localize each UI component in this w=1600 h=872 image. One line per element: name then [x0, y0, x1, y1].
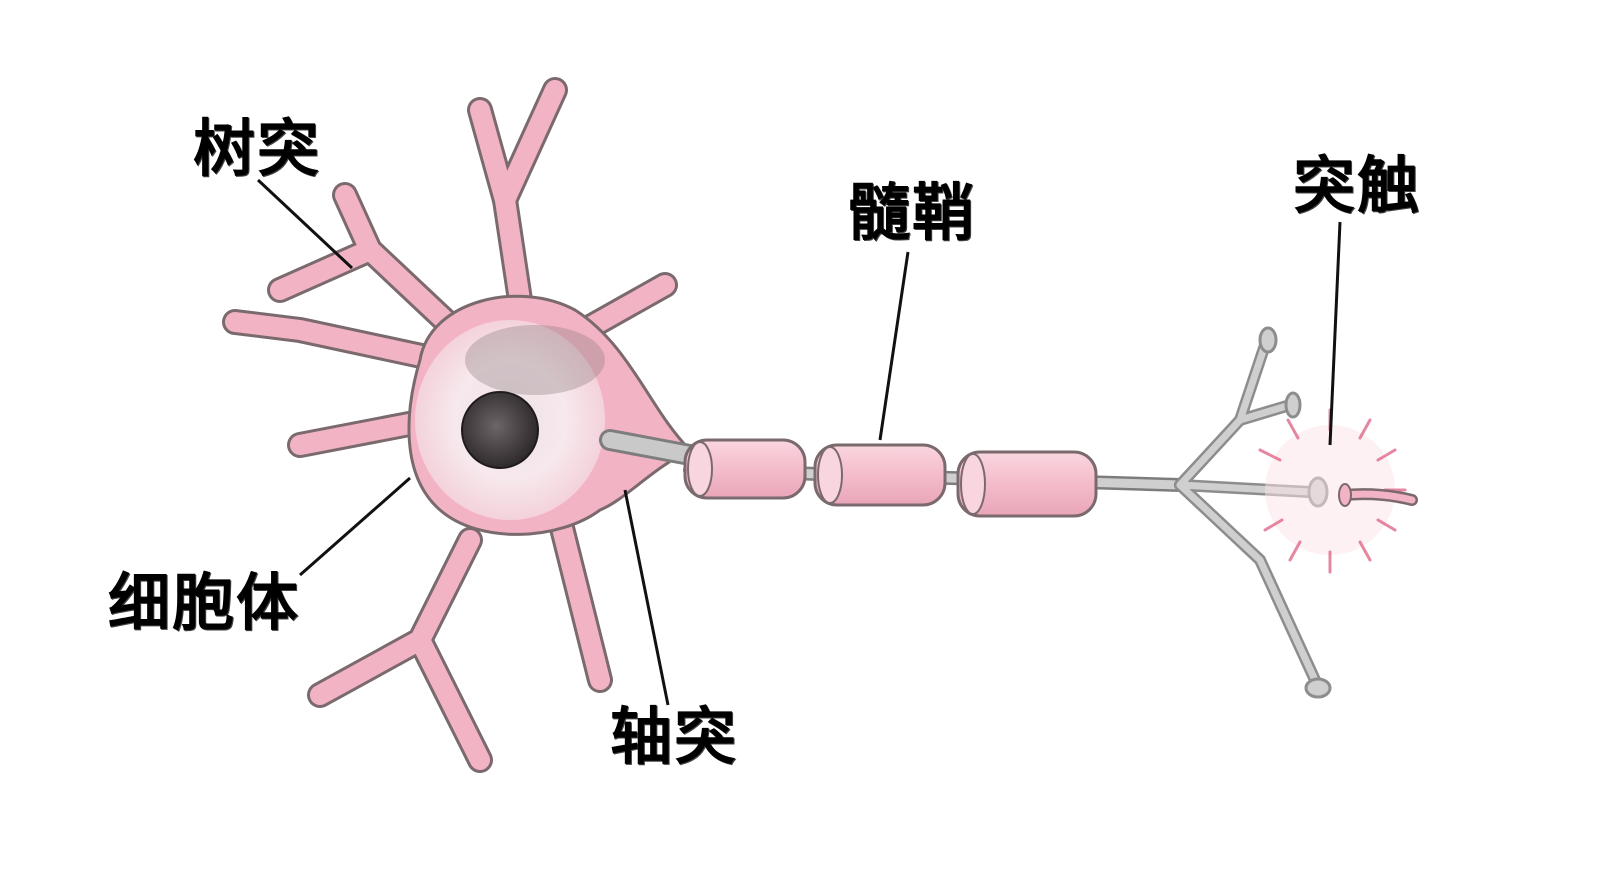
- leader-line-synapse: [1328, 221, 1342, 446]
- label-dendrite: 树突: [193, 112, 322, 185]
- leader-line-axon: [623, 489, 670, 706]
- label-cell-body: 细胞体: [108, 566, 301, 639]
- label-axon: 轴突: [610, 700, 739, 773]
- synapse: [1258, 408, 1418, 574]
- cell-body: [407, 294, 693, 536]
- leader-line-soma: [299, 476, 411, 577]
- myelin-sheath: [683, 438, 1098, 518]
- label-myelin-sheath: 髓鞘: [848, 176, 977, 249]
- myelin-segment: [683, 438, 807, 500]
- leader-line-myelin: [878, 251, 910, 441]
- myelin-segment: [813, 443, 947, 507]
- myelin-segment: [956, 450, 1098, 518]
- leader-lines: [256, 178, 1342, 706]
- label-synapse: 突触: [1293, 149, 1422, 222]
- nucleus: [461, 391, 539, 469]
- leader-line-dendrite: [256, 178, 354, 270]
